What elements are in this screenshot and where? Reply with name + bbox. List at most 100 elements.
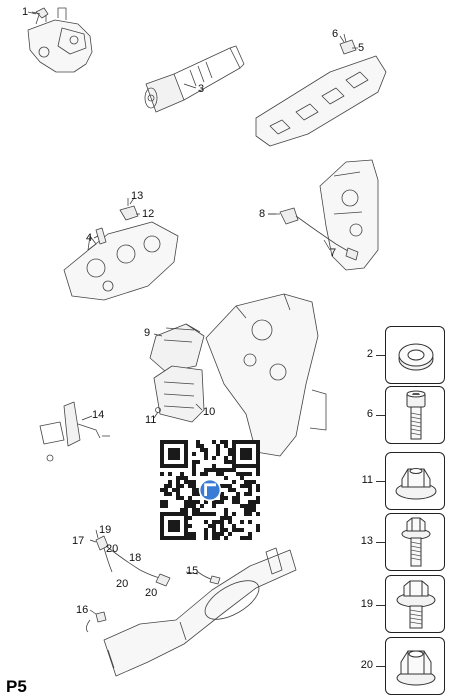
qr-module — [160, 444, 164, 448]
ecu-bracket-10 — [153, 365, 205, 423]
engine-block-upper — [319, 159, 379, 271]
qr-module — [220, 440, 224, 444]
qr-module — [192, 484, 196, 488]
qr-module — [188, 536, 192, 540]
qr-module — [212, 532, 216, 536]
qr-module — [200, 504, 204, 508]
qr-module — [200, 444, 204, 448]
qr-module — [180, 512, 184, 516]
qr-module — [164, 536, 168, 540]
sensor-12-13 — [119, 198, 139, 221]
qr-module — [176, 448, 180, 452]
qr-module — [220, 532, 224, 536]
qr-module — [240, 504, 244, 508]
callout-17: 17 — [72, 535, 85, 547]
qr-module — [252, 500, 256, 504]
sensor-1 — [27, 7, 49, 19]
qr-module — [176, 496, 180, 500]
qr-module — [256, 524, 260, 528]
qr-module — [172, 464, 176, 468]
qr-module — [184, 512, 188, 516]
qr-module — [184, 452, 188, 456]
qr-module — [164, 504, 168, 508]
callout-6: 6 — [332, 28, 339, 40]
qr-module — [256, 472, 260, 476]
qr-module — [244, 484, 248, 488]
qr-module — [204, 532, 208, 536]
qr-module — [176, 488, 180, 492]
qr-module — [196, 460, 200, 464]
qr-module — [200, 512, 204, 516]
sensor-4 — [95, 227, 107, 245]
qr-module — [204, 468, 208, 472]
qr-module — [168, 520, 172, 524]
qr-module — [240, 448, 244, 452]
qr-module — [164, 464, 168, 468]
qr-module — [220, 484, 224, 488]
cam-cover — [255, 41, 387, 147]
qr-module — [176, 480, 180, 484]
cylinder-sensor-3 — [144, 45, 245, 113]
qr-module — [248, 440, 252, 444]
qr-module — [192, 508, 196, 512]
qr-module — [212, 524, 216, 528]
qr-module — [232, 488, 236, 492]
qr-module — [256, 468, 260, 472]
qr-module — [200, 472, 204, 476]
qr-module — [168, 464, 172, 468]
qr-module — [192, 460, 196, 464]
hardware-leader-2 — [376, 355, 388, 356]
qr-module — [168, 472, 172, 476]
qr-module — [176, 484, 180, 488]
qr-module — [228, 516, 232, 520]
qr-module — [192, 480, 196, 484]
callout-10: 10 — [203, 406, 216, 418]
flange-bolt-large-icon — [396, 580, 436, 629]
qr-module — [184, 500, 188, 504]
qr-module — [168, 452, 172, 456]
hardware-box-flange-bolt-large — [385, 575, 445, 633]
hardware-label-2: 2 — [366, 348, 373, 360]
exhaust-manifold — [63, 221, 179, 301]
qr-module — [252, 480, 256, 484]
qr-module — [160, 488, 164, 492]
qr-module — [204, 448, 208, 452]
hardware-box-hex-nut — [385, 637, 445, 695]
qr-module — [224, 536, 228, 540]
qr-module — [160, 520, 164, 524]
qr-module — [256, 448, 260, 452]
qr-module — [168, 480, 172, 484]
qr-module — [160, 524, 164, 528]
qr-module — [184, 480, 188, 484]
qr-module — [168, 448, 172, 452]
qr-module — [160, 532, 164, 536]
qr-module — [232, 500, 236, 504]
qr-module — [180, 464, 184, 468]
qr-module — [228, 460, 232, 464]
qr-module — [208, 468, 212, 472]
qr-module — [180, 476, 184, 480]
qr-module — [196, 444, 200, 448]
qr-module — [192, 488, 196, 492]
qr-module — [224, 508, 228, 512]
qr-module — [224, 496, 228, 500]
qr-module — [228, 468, 232, 472]
qr-module — [164, 512, 168, 516]
qr-module — [188, 500, 192, 504]
qr-module — [176, 476, 180, 480]
qr-module — [252, 440, 256, 444]
callout-19: 19 — [99, 524, 112, 536]
qr-logo-icon — [198, 478, 222, 502]
qr-module — [184, 460, 188, 464]
qr-module — [192, 472, 196, 476]
qr-module — [168, 456, 172, 460]
qr-module — [176, 524, 180, 528]
qr-module — [176, 440, 180, 444]
qr-module — [184, 524, 188, 528]
qr-module — [256, 484, 260, 488]
qr-logo-mark — [204, 483, 216, 496]
qr-module — [224, 468, 228, 472]
qr-module — [192, 468, 196, 472]
qr-module — [248, 452, 252, 456]
